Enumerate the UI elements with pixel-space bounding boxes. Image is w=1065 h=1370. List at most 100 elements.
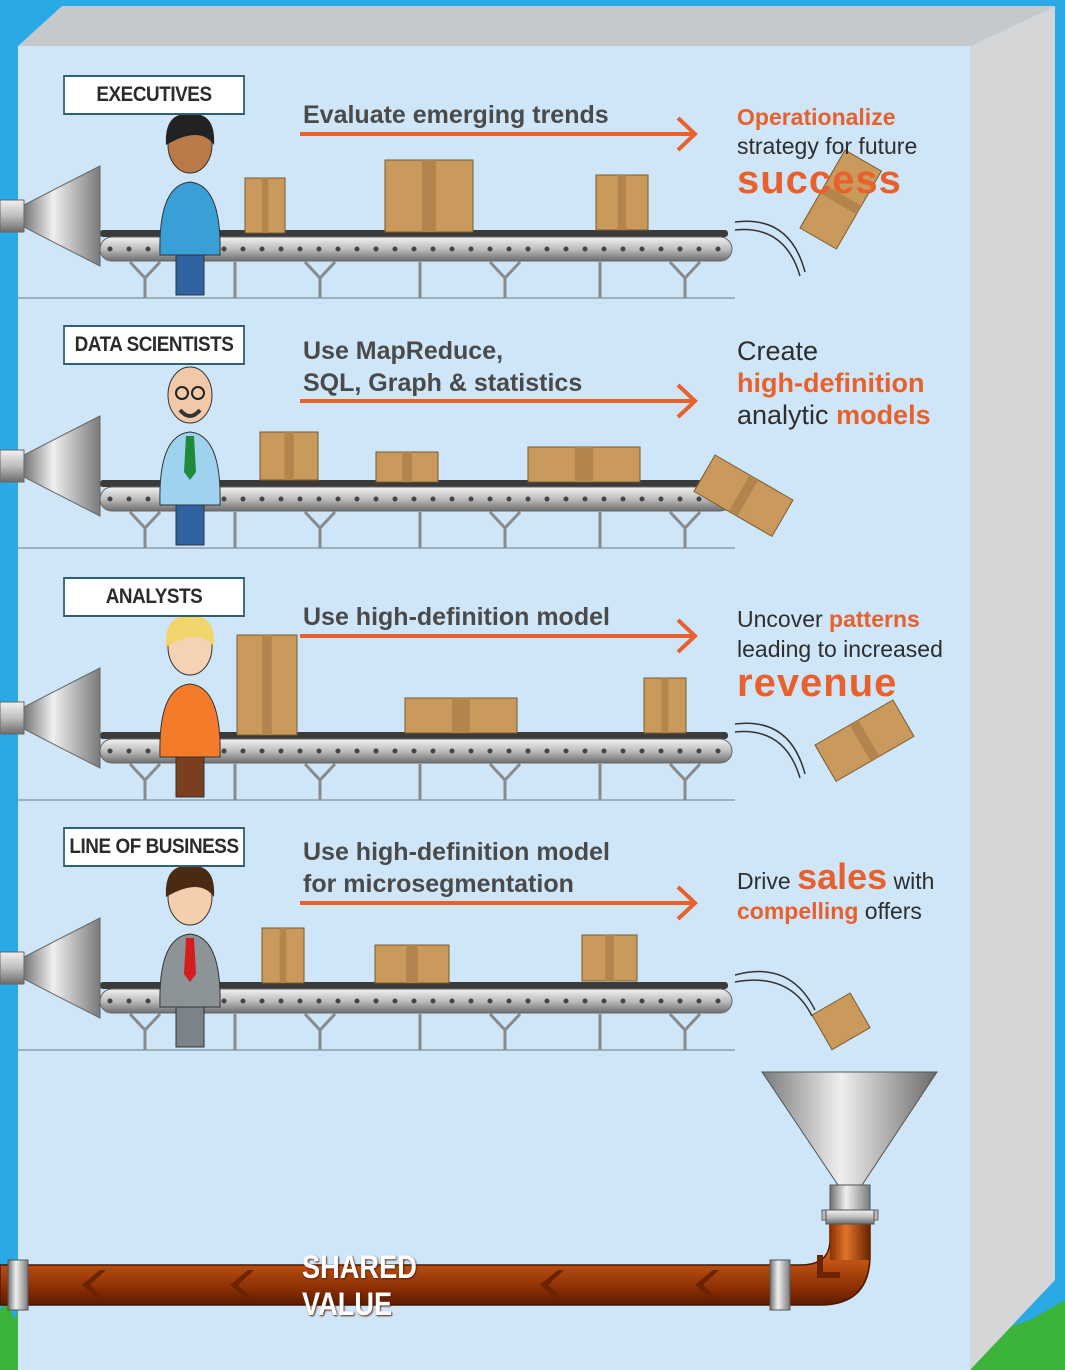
conveyor-roller: [297, 998, 303, 1004]
motion-line: [734, 220, 806, 273]
conveyor-roller: [335, 246, 341, 252]
conveyor-roller: [240, 496, 246, 502]
arrow-head: [676, 618, 698, 654]
conveyor-roller: [240, 246, 246, 252]
outcome-line: Uncover patterns: [737, 606, 920, 632]
conveyor-roller: [620, 748, 626, 754]
conveyor-roller: [696, 748, 702, 754]
cardboard-box: [375, 451, 439, 483]
conveyor-roller: [278, 998, 284, 1004]
falling-box: [814, 699, 915, 783]
conveyor-roller: [335, 998, 341, 1004]
task-line-of-business: Use high-definition model for microsegme…: [303, 838, 610, 898]
intake-pipe: [0, 449, 25, 483]
conveyor-roller: [582, 246, 588, 252]
outcome-line: Drive sales with: [737, 856, 935, 897]
role-label-analysts: ANALYSTS: [63, 577, 245, 617]
conveyor-belt: [100, 982, 728, 989]
cardboard-box: [527, 446, 641, 483]
conveyor-roller: [107, 246, 113, 252]
conveyor-roller: [525, 748, 531, 754]
conveyor-leg: [668, 1012, 702, 1050]
conveyor-roller: [411, 998, 417, 1004]
outcome-line: compelling offers: [737, 898, 922, 924]
conveyor-roller: [278, 748, 284, 754]
arrow-head: [676, 885, 698, 921]
legs: [175, 499, 205, 546]
conveyor-roller: [487, 246, 493, 252]
conveyor-roller: [107, 496, 113, 502]
beard: [178, 408, 202, 418]
conveyor-roller: [411, 496, 417, 502]
outcome-data-scientists: Create high-definition analytic models: [737, 335, 931, 431]
conveyor-leg: [128, 762, 162, 800]
conveyor-roller: [601, 748, 607, 754]
conveyor-roller: [278, 496, 284, 502]
torso: [159, 683, 221, 758]
conveyor-leg: [128, 260, 162, 298]
conveyor-roller: [506, 998, 512, 1004]
business-person-figure: [159, 865, 221, 1048]
conveyor-roller: [354, 998, 360, 1004]
conveyor-roller: [354, 246, 360, 252]
conveyor-roller: [658, 246, 664, 252]
conveyor-roller: [525, 496, 531, 502]
glasses: [175, 386, 189, 400]
cardboard-box: [259, 431, 319, 481]
arrow-head: [676, 383, 698, 419]
outcome-line: Operationalize: [737, 104, 896, 130]
conveyor-leg: [128, 1012, 162, 1050]
conveyor-roller: [240, 748, 246, 754]
conveyor-roller: [392, 998, 398, 1004]
conveyor-roller: [487, 496, 493, 502]
conveyor-roller: [449, 748, 455, 754]
cardboard-box: [595, 174, 649, 231]
conveyor-roller: [430, 246, 436, 252]
outcome-line: strategy for future: [737, 133, 918, 159]
conveyor-roller: [487, 998, 493, 1004]
conveyor-roller: [259, 998, 265, 1004]
outcome-highlight: high-definition: [737, 368, 925, 398]
cardboard-box: [236, 634, 298, 736]
arrow-head: [676, 116, 698, 152]
conveyor-roller: [373, 246, 379, 252]
conveyor-roller: [601, 496, 607, 502]
conveyor-roller: [126, 748, 132, 754]
conveyor-roller: [316, 496, 322, 502]
conveyor-roller: [468, 246, 474, 252]
conveyor-roller: [221, 496, 227, 502]
conveyor-roller: [563, 246, 569, 252]
conveyor-roller: [411, 246, 417, 252]
conveyor-roller: [259, 748, 265, 754]
cardboard-box: [244, 177, 286, 234]
falling-box: [693, 454, 794, 538]
necktie: [184, 436, 196, 480]
conveyor-leg: [668, 260, 702, 298]
legs: [175, 751, 205, 798]
conveyor-roller: [620, 496, 626, 502]
intake-pipe: [0, 701, 25, 735]
conveyor-roller: [259, 496, 265, 502]
conveyor-roller: [297, 246, 303, 252]
outcome-analysts: Uncover patterns leading to increased re…: [737, 604, 943, 703]
outcome-executives: Operationalize strategy for future succe…: [737, 102, 918, 200]
conveyor-roller: [639, 748, 645, 754]
conveyor-roller: [278, 246, 284, 252]
conveyor-roller: [563, 496, 569, 502]
conveyor-roller: [107, 748, 113, 754]
motion-line: [734, 979, 813, 1017]
conveyor-roller: [544, 748, 550, 754]
role-label-executives: EXECUTIVES: [63, 75, 245, 115]
conveyor-roller: [696, 246, 702, 252]
executive-figure: [159, 113, 221, 296]
conveyor-roller: [715, 748, 721, 754]
conveyor-roller: [449, 496, 455, 502]
hair: [165, 865, 215, 897]
conveyor-roller: [582, 748, 588, 754]
motion-line: [734, 228, 801, 277]
role-label-data-scientists: DATA SCIENTISTS: [63, 325, 245, 365]
cardboard-box: [384, 159, 474, 233]
falling-box-funnel: [811, 992, 871, 1051]
cardboard-box: [643, 677, 687, 734]
conveyor-roller: [696, 998, 702, 1004]
